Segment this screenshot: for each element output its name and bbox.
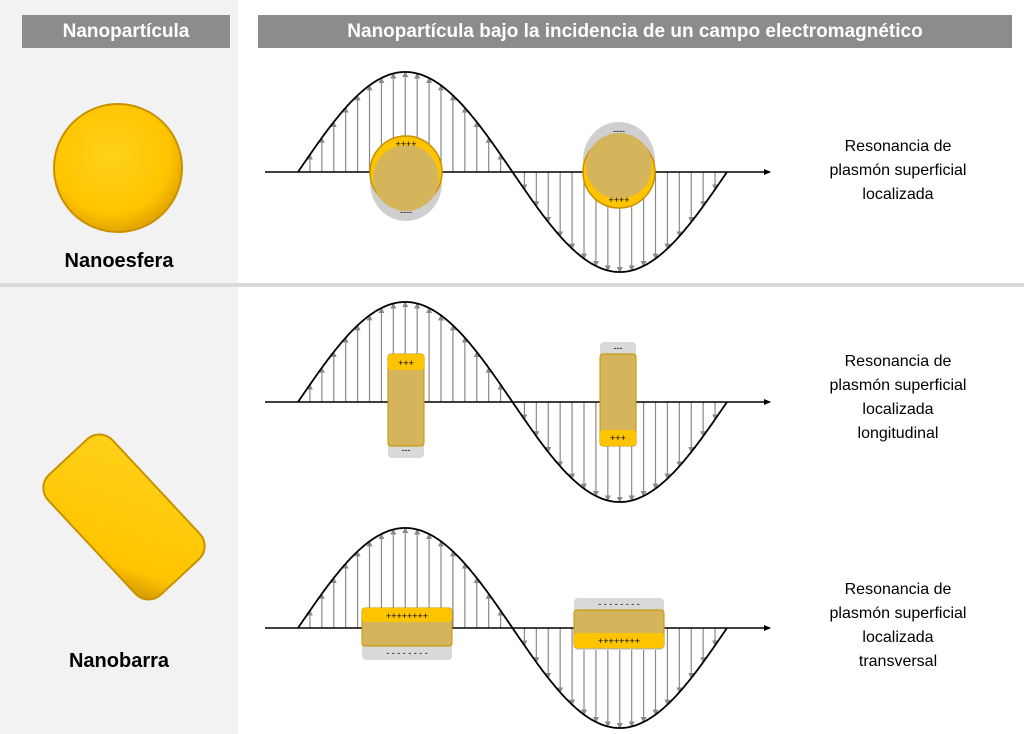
wave-row-2	[265, 301, 771, 503]
negative-charges: ---	[402, 445, 411, 455]
nanosphere-label: Nanoesfera	[64, 250, 174, 272]
negative-charges: - - - - - - - -	[386, 648, 427, 658]
rod-edge	[574, 633, 664, 648]
negative-charges: ---	[614, 343, 623, 353]
negative-charges: - - - - - - - -	[598, 599, 639, 609]
positive-charges: +++	[398, 358, 414, 368]
header-nanoparticle: Nanopartícula	[22, 15, 230, 48]
positive-charges: ++++	[395, 139, 416, 149]
rod-tip	[600, 430, 636, 446]
row-separator	[0, 283, 1024, 287]
wave-row-3	[265, 527, 771, 729]
positive-charges: ++++++++	[598, 636, 640, 646]
row2-particles: +++ --- --- +++	[387, 342, 637, 458]
sphere-core	[373, 145, 439, 211]
nanorod-label: Nanobarra	[68, 650, 170, 672]
row1-particles: ++++ ---- ---- ++++	[369, 122, 656, 221]
sine-wave	[297, 527, 728, 729]
sine-wave	[297, 71, 728, 273]
positive-charges: +++	[610, 433, 626, 443]
negative-charges: ----	[400, 207, 412, 217]
wave-row-1	[265, 71, 771, 273]
positive-charges: ++++	[608, 195, 629, 205]
sphere-core	[586, 133, 652, 199]
header-field-incidence: Nanopartícula bajo la incidencia de un c…	[258, 15, 1012, 48]
negative-charges: ----	[613, 126, 625, 136]
row3-particles: ++++++++ - - - - - - - - - - - - - - - - ++…	[361, 598, 665, 660]
rod-edge	[362, 608, 452, 622]
sine-wave	[297, 301, 728, 503]
nanosphere-shape	[53, 103, 183, 233]
nanorod-shape	[42, 433, 206, 601]
positive-charges: ++++++++	[386, 611, 428, 621]
rod-tip	[388, 354, 424, 370]
